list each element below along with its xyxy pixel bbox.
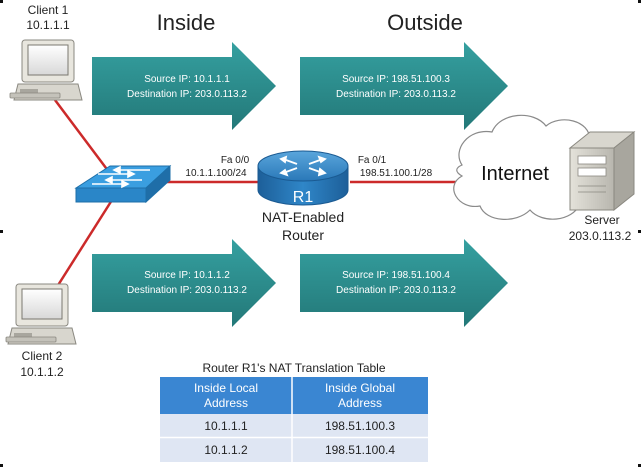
- client1-ip: 10.1.1.1: [26, 18, 70, 32]
- nat-table-title: Router R1's NAT Translation Table: [202, 361, 385, 375]
- inside-heading: Inside: [157, 10, 216, 35]
- nat-col2-header-line2: Address: [338, 396, 382, 410]
- flow2-destination: Destination IP: 203.0.113.2: [336, 89, 456, 100]
- link-client1-switch: [54, 99, 113, 177]
- outside-heading: Outside: [387, 10, 463, 35]
- nat-table: [160, 377, 428, 462]
- flow1-destination: Destination IP: 203.0.113.2: [127, 89, 247, 100]
- router-inside-interface-ip: 10.1.1.100/24: [185, 168, 247, 179]
- client2-ip: 10.1.1.2: [20, 365, 64, 379]
- nat-col1-header-line2: Address: [204, 396, 248, 410]
- flow3-destination: Destination IP: 203.0.113.2: [127, 285, 247, 296]
- nat-row2-global: 198.51.100.4: [325, 443, 395, 457]
- server-name: Server: [584, 213, 619, 227]
- router-inside-interface-name: Fa 0/0: [221, 155, 250, 166]
- router-icon: [257, 150, 349, 206]
- nat-col2-header-line1: Inside Global: [325, 381, 395, 395]
- flow-arrow-outside-bottom: [300, 239, 508, 327]
- nat-row1-local: 10.1.1.1: [204, 419, 248, 433]
- nat-row1-global: 198.51.100.3: [325, 419, 395, 433]
- client2-name: Client 2: [22, 349, 63, 363]
- nat-table-header: [160, 377, 428, 414]
- flow4-source: Source IP: 198.51.100.4: [342, 270, 450, 281]
- switch-icon: [74, 164, 172, 204]
- router-outside-interface-ip: 198.51.100.1/28: [360, 168, 433, 179]
- router-name: R1: [293, 189, 314, 206]
- nat-table-row-2: [160, 438, 428, 462]
- router-outside-interface-name: Fa 0/1: [358, 155, 387, 166]
- client1-name: Client 1: [28, 3, 69, 17]
- nat-table-row-1: [160, 414, 428, 437]
- flow1-source: Source IP: 10.1.1.1: [144, 74, 230, 85]
- flow-arrow-inside-top: [92, 42, 276, 130]
- router-caption-line1: NAT-Enabled: [262, 209, 344, 225]
- server-icon: [568, 130, 636, 212]
- client2-computer-icon: [5, 283, 77, 345]
- link-client2-switch: [53, 199, 114, 291]
- flow-arrow-inside-bottom: [92, 239, 276, 327]
- nat-col1-header-line1: Inside Local: [194, 381, 258, 395]
- nat-row2-local: 10.1.1.2: [204, 443, 248, 457]
- internet-label: Internet: [481, 163, 549, 185]
- flow3-source: Source IP: 10.1.1.2: [144, 270, 230, 281]
- client1-computer-icon: [9, 39, 83, 101]
- server-ip: 203.0.113.2: [569, 229, 632, 243]
- flow4-destination: Destination IP: 203.0.113.2: [336, 285, 456, 296]
- flow-arrow-outside-top: [300, 42, 508, 130]
- flow2-source: Source IP: 198.51.100.3: [342, 74, 450, 85]
- router-caption-line2: Router: [282, 227, 324, 243]
